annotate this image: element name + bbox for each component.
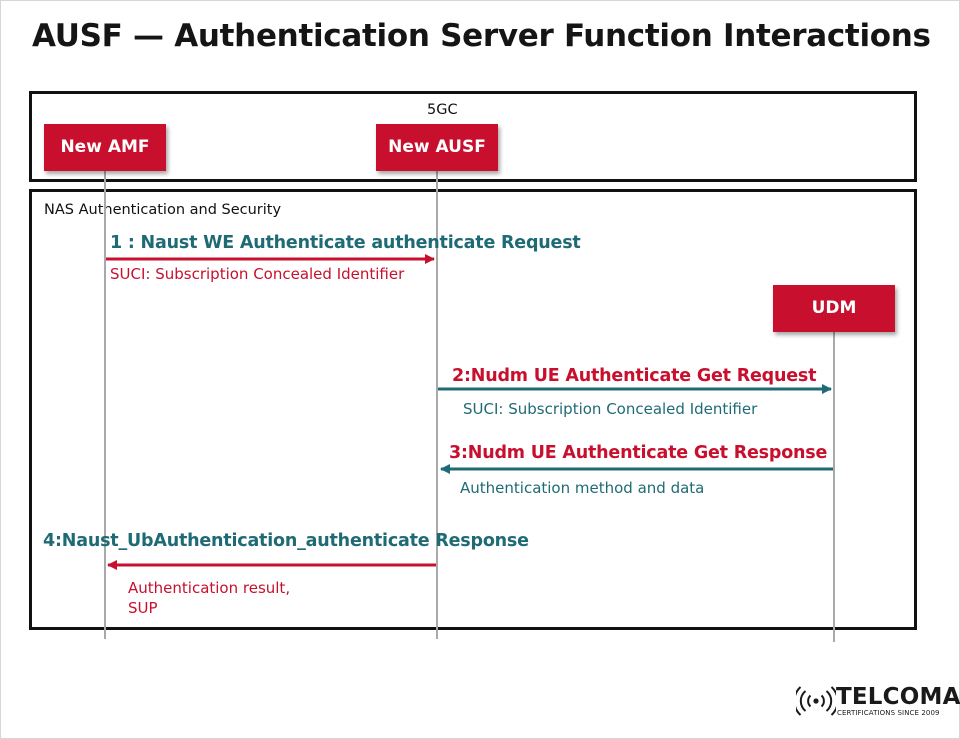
group-nas-label: NAS Authentication and Security xyxy=(44,202,282,218)
message-4-label: 4:Naust_UbAuthentication_authenticate Re… xyxy=(43,531,529,551)
group-5gc-label: 5GC xyxy=(427,102,458,118)
message-1-label: 1 : Naust WE Authenticate authenticate R… xyxy=(110,233,581,253)
lifeline-ausf xyxy=(436,170,438,639)
telcoma-logo: TELCOMA CERTIFICATIONS SINCE 2009 xyxy=(796,684,960,720)
logo-tagline: CERTIFICATIONS SINCE 2009 xyxy=(837,709,940,717)
page-title: AUSF — Authentication Server Function In… xyxy=(32,18,931,54)
group-nas-authentication xyxy=(29,189,917,630)
node-new-amf: New AMF xyxy=(44,124,166,171)
logo-name: TELCOMA xyxy=(836,684,960,710)
message-3-detail: Authentication method and data xyxy=(460,479,705,497)
lifeline-udm xyxy=(833,332,835,642)
group-5gc xyxy=(29,91,917,182)
node-udm: UDM xyxy=(773,285,895,332)
node-new-ausf: New AUSF xyxy=(376,124,498,171)
message-4-detail-line2: SUP xyxy=(128,599,158,617)
message-4-detail-line1: Authentication result, xyxy=(128,579,291,597)
signal-waves-icon xyxy=(796,686,836,716)
message-1-detail: SUCI: Subscription Concealed Identifier xyxy=(110,265,405,283)
message-2-label: 2:Nudm UE Authenticate Get Request xyxy=(452,366,817,386)
lifeline-amf xyxy=(104,170,106,639)
message-3-label: 3:Nudm UE Authenticate Get Response xyxy=(449,443,828,463)
message-2-detail: SUCI: Subscription Concealed Identifier xyxy=(463,400,758,418)
